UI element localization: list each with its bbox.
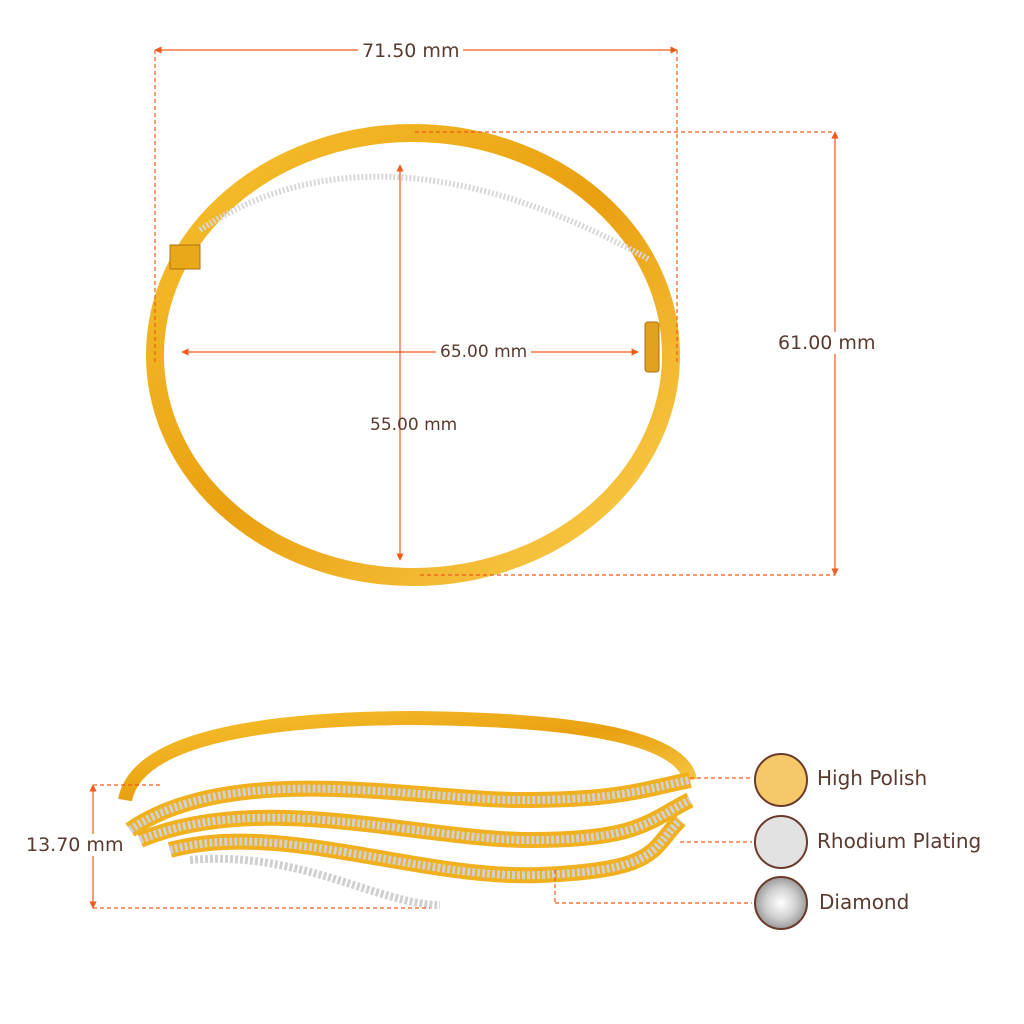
bangle-top-view xyxy=(146,124,680,586)
high-polish-swatch xyxy=(754,753,808,807)
diamond-swatch xyxy=(754,876,808,930)
band-height-label: 13.70 mm xyxy=(22,834,128,856)
legend-rhodium-plating: Rhodium Plating xyxy=(817,829,982,853)
hinge xyxy=(169,244,201,270)
legend-diamond: Diamond xyxy=(819,890,910,914)
outer-width-label: 71.50 mm xyxy=(358,40,464,62)
clasp xyxy=(644,321,660,373)
rhodium-plating-swatch xyxy=(754,815,808,869)
outer-height-label: 61.00 mm xyxy=(774,332,880,354)
dimension-lines xyxy=(89,46,839,909)
inner-width-label: 65.00 mm xyxy=(436,342,532,362)
inner-height-label: 55.00 mm xyxy=(370,415,458,435)
bangle-side-view xyxy=(118,710,697,909)
legend-high-polish: High Polish xyxy=(817,766,928,790)
